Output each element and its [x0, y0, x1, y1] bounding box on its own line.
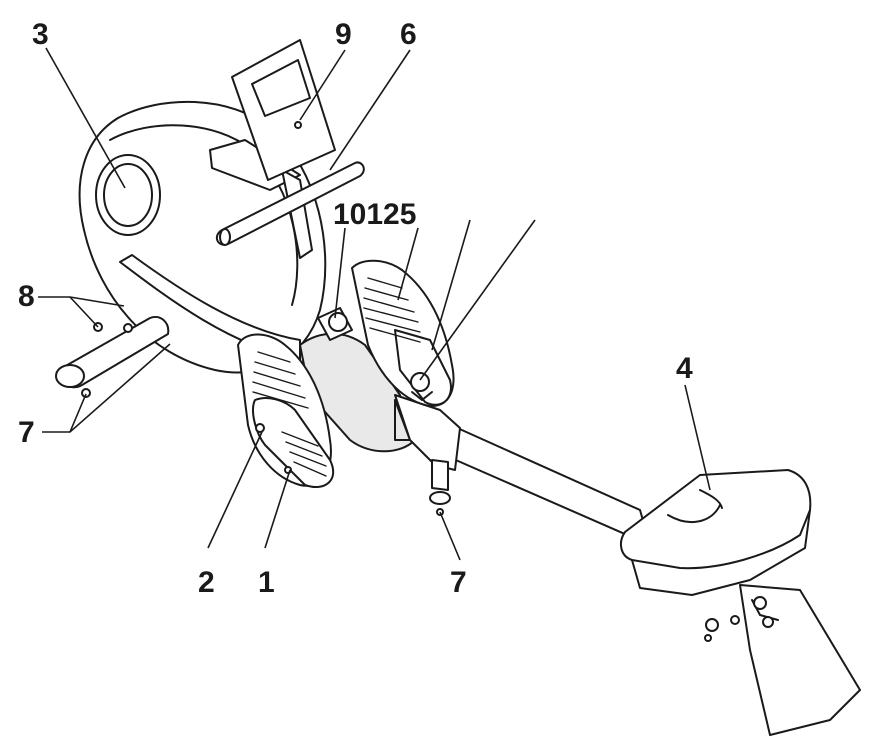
rear-support	[704, 584, 861, 736]
leader-lines	[38, 47, 711, 561]
handlebar-6	[215, 161, 365, 246]
slide-rail	[394, 394, 651, 546]
monitor-assembly	[209, 39, 365, 259]
callout-4: 4	[676, 352, 693, 385]
callout-10125: 10125	[333, 198, 416, 231]
callout-7-bottom: 7	[450, 566, 467, 599]
callout-6: 6	[400, 18, 417, 51]
callout-7-left: 7	[18, 416, 35, 449]
main-body	[298, 307, 417, 453]
seat-4	[619, 469, 812, 596]
callout-3: 3	[32, 18, 49, 51]
callout-2: 2	[198, 566, 215, 599]
callout-1: 1	[258, 566, 275, 599]
monitor-9	[231, 39, 336, 181]
callout-8: 8	[18, 280, 35, 313]
left-footrest	[237, 333, 335, 488]
flywheel-cap	[95, 154, 161, 236]
callout-9: 9	[335, 18, 352, 51]
